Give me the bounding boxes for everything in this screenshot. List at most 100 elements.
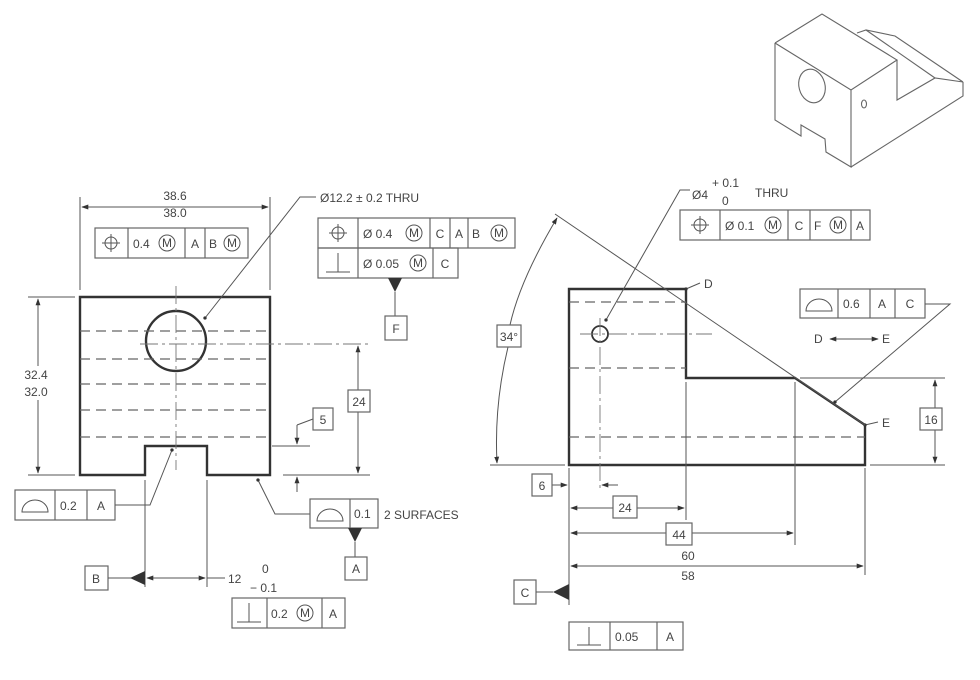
- dim-box: [312, 407, 334, 431]
- dim-value: 44: [672, 528, 686, 542]
- fcf-profile-bottom: 0.1: [309, 498, 379, 529]
- fcf-small-hole: Ø 0.1 M C F M A: [679, 209, 871, 241]
- position-icon: [102, 234, 120, 252]
- datum-ref: A: [191, 237, 199, 251]
- position-icon: [691, 216, 709, 234]
- mmc-modifier-icon: [223, 234, 241, 252]
- slot-dim-lower-tol: − 0.1: [250, 581, 277, 595]
- profile-surface-icon: [21, 499, 49, 513]
- dim-box: [347, 389, 371, 413]
- mmc-modifier-icon: [490, 224, 508, 242]
- datum-ref: A: [856, 219, 864, 233]
- datum-ref: A: [666, 630, 674, 644]
- mmc-modifier-icon: [829, 216, 847, 234]
- dim-value: 24: [352, 395, 366, 409]
- fcf-position-width: 0.4 M A B M: [94, 227, 249, 259]
- tolerance-value: Ø 0.4: [363, 227, 393, 241]
- mmc-modifier-icon: [158, 234, 176, 252]
- fcf-profile-slot: 0.2 A: [14, 489, 116, 521]
- modifier: M: [409, 226, 419, 240]
- modifier: M: [162, 236, 172, 250]
- datum-triangle-icon: [348, 528, 362, 542]
- tolerance-value: 0.4: [133, 237, 150, 251]
- slot-dim-nominal: 12: [228, 572, 242, 586]
- datum-ref: C: [436, 227, 445, 241]
- datum-ref: A: [329, 607, 337, 621]
- tolerance-value: 0.1: [354, 507, 371, 521]
- label-e: E: [882, 416, 890, 430]
- datum-ref: C: [795, 219, 804, 233]
- perpendicularity-icon: [237, 603, 261, 623]
- datum-triangle-icon: [130, 571, 145, 585]
- fcf-profile-slope: 0.6 A C: [799, 288, 926, 319]
- length-dim-lower: 58: [681, 569, 695, 583]
- perpendicularity-icon: [577, 627, 601, 646]
- dim-value: 5: [320, 413, 327, 427]
- hole-upper-tol: + 0.1: [712, 176, 739, 190]
- datum-triangle-icon: [388, 278, 402, 292]
- hole-note: THRU: [755, 186, 788, 200]
- perpendicularity-icon: [326, 253, 350, 273]
- datum-label: A: [352, 562, 360, 576]
- tolerance-value: 0.2: [60, 499, 77, 513]
- side-view: D E 34° Ø4 + 0.1 0 THRU Ø 0.1 M C F M: [490, 176, 952, 651]
- dim-box: [919, 407, 943, 431]
- length-dim-upper: 60: [681, 549, 695, 563]
- height-dim-upper: 32.4: [24, 368, 48, 382]
- modifier: M: [768, 218, 778, 232]
- width-dim-upper: 38.6: [163, 189, 187, 203]
- tolerance-value: Ø 0.1: [725, 219, 755, 233]
- modifier: M: [413, 256, 423, 270]
- datum-a-box: [344, 556, 368, 581]
- fcf-slot-perpendicularity: 0.2 M A: [231, 597, 346, 629]
- dim-value: 16: [924, 413, 938, 427]
- modifier: M: [833, 218, 843, 232]
- datum-label: B: [92, 572, 100, 586]
- width-dim-lower: 38.0: [163, 206, 187, 220]
- mmc-modifier-icon: [764, 216, 782, 234]
- mmc-modifier-icon: [409, 254, 427, 272]
- fcf-side-perpendicularity: 0.05 A: [568, 621, 684, 651]
- label-d: D: [704, 277, 713, 291]
- surfaces-note: 2 SURFACES: [384, 508, 459, 522]
- dim-box: [531, 473, 553, 497]
- hole-size: Ø4: [692, 188, 708, 202]
- between-to: E: [882, 332, 890, 346]
- datum-ref: C: [441, 257, 450, 271]
- profile-surface-icon: [316, 508, 344, 522]
- datum-ref: A: [97, 499, 105, 513]
- position-icon: [329, 224, 347, 242]
- modifier: M: [300, 606, 310, 620]
- datum-label: F: [392, 322, 399, 336]
- front-view: 38.6 38.0 0.4 M A B M 32.4 32.0 Ø12.2 ± …: [14, 189, 516, 629]
- tolerance-value: 0.2: [271, 607, 288, 621]
- isometric-view: [774, 13, 964, 168]
- tolerance-value: 0.6: [843, 297, 860, 311]
- mmc-modifier-icon: [296, 604, 314, 622]
- tolerance-value: 0.05: [615, 630, 639, 644]
- dim-value: 6: [539, 479, 546, 493]
- dim-box: [665, 522, 693, 546]
- front-outline: [78, 295, 272, 477]
- modifier: M: [494, 226, 504, 240]
- profile-surface-icon: [805, 298, 833, 312]
- angle-value: 34°: [500, 330, 518, 344]
- datum-ref: B: [209, 237, 217, 251]
- slot-dim-upper-tol: 0: [262, 562, 269, 576]
- datum-ref: B: [472, 227, 480, 241]
- fcf-hole: Ø 0.4 M C A B M Ø 0.05 M C: [317, 217, 516, 279]
- datum-ref: A: [878, 297, 886, 311]
- between-from: D: [814, 332, 823, 346]
- datum-ref: C: [906, 297, 915, 311]
- dim-box: [612, 495, 638, 519]
- modifier: M: [227, 236, 237, 250]
- datum-ref: F: [814, 219, 821, 233]
- datum-label: C: [521, 586, 530, 600]
- hole-lower-tol: 0: [722, 194, 729, 208]
- mmc-modifier-icon: [405, 224, 423, 242]
- tolerance-value: Ø 0.05: [363, 257, 399, 271]
- height-dim-lower: 32.0: [24, 385, 48, 399]
- datum-f-box: [384, 315, 408, 341]
- datum-ref: A: [455, 227, 463, 241]
